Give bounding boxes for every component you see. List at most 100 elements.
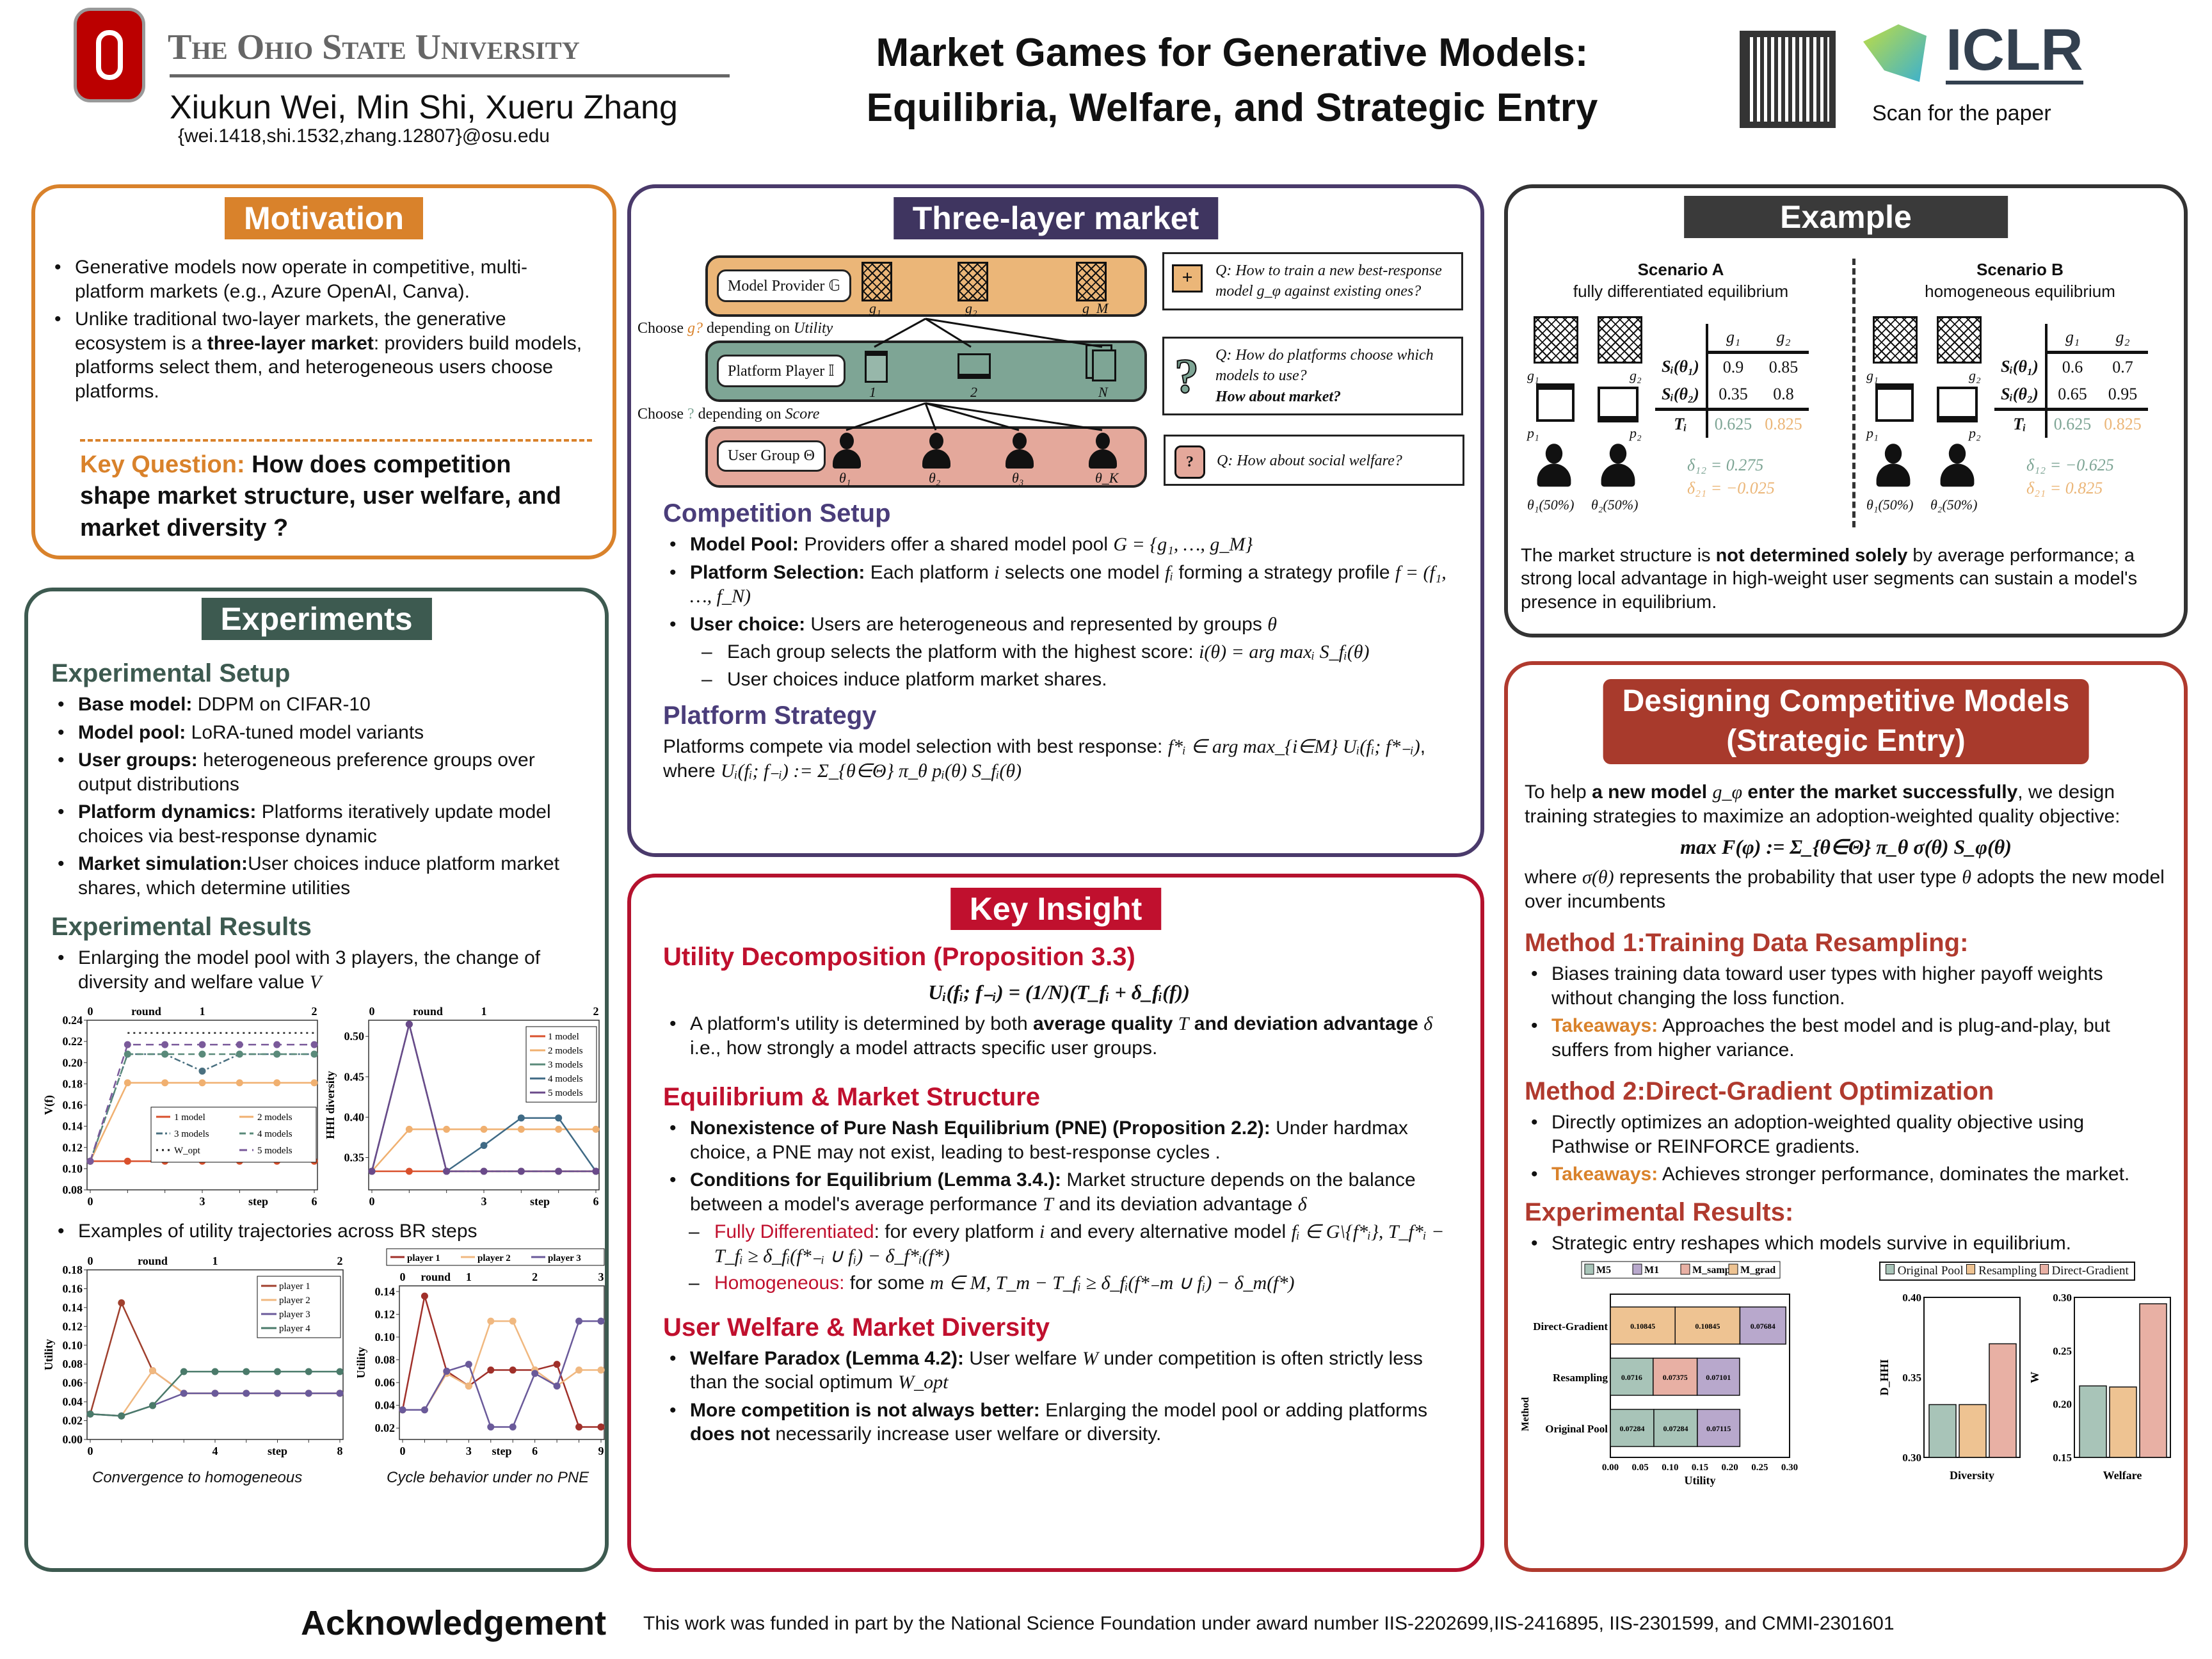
user-share: θ₂(50%) — [1930, 497, 1978, 513]
user-icon — [1537, 444, 1571, 488]
choose-var: g? — [687, 320, 703, 337]
platform-layer: Platform Player 𝕀 1 2 N — [705, 341, 1147, 402]
text-segment: W_opt — [898, 1372, 949, 1393]
data-point — [243, 1368, 250, 1375]
laptop-gear-icon — [958, 353, 991, 379]
user-icon — [1089, 433, 1117, 470]
user-share: θ₂(50%) — [1591, 497, 1639, 513]
key-insight-panel: Key Insight Utility Decomposition (Propo… — [627, 874, 1484, 1572]
list-item: Each group selects the platform with the… — [701, 640, 1455, 664]
top-tick-label: 0 — [88, 1254, 93, 1267]
three-layer-title: Three-layer market — [893, 197, 1219, 239]
browser-gear-icon — [865, 351, 888, 383]
list-item: Generative models now operate in competi… — [48, 255, 587, 303]
y-axis-label: D_HHI — [1879, 1359, 1891, 1395]
text-segment: Takeaways: — [1551, 1164, 1658, 1185]
legend-swatch — [1966, 1264, 1976, 1274]
data-point — [124, 1041, 131, 1048]
text-segment: does not — [690, 1423, 770, 1445]
platform-label: p₂ — [1630, 425, 1642, 441]
series-line — [371, 1128, 596, 1172]
university-name: The Ohio State University — [168, 28, 580, 67]
text-segment: i.e., how strongly a model attracts spec… — [690, 1037, 1158, 1059]
data-point — [405, 1167, 413, 1175]
emails: {wei.1418,shi.1532,zhang.12807}@osu.edu — [178, 125, 550, 147]
user-icon — [833, 433, 861, 470]
data-point — [336, 1368, 344, 1375]
question-new-model: Q: How to train a new best-response mode… — [1215, 262, 1442, 300]
data-point — [124, 1157, 131, 1165]
x-tick-label: 0.20 — [1722, 1463, 1738, 1473]
data-point — [509, 1366, 517, 1374]
key-question-label: Key Question: — [80, 451, 245, 478]
text-segment: Directly optimizes an adoption-weighted … — [1551, 1112, 2085, 1157]
y-axis-label: Utility — [355, 1347, 367, 1378]
data-point — [575, 1366, 583, 1374]
x-tick-label: 3 — [481, 1195, 487, 1208]
legend-label: 5 models — [257, 1146, 293, 1156]
plot-frame — [399, 1285, 605, 1440]
caption-left: Convergence to homogeneous — [92, 1468, 303, 1486]
y-tick-label: 0.20 — [2053, 1399, 2072, 1411]
legend-label: 2 models — [257, 1112, 293, 1123]
row-head: Sᵢ(θ₁) — [1655, 352, 1708, 381]
choose-text: Choose — [637, 320, 687, 337]
question-mark-icon: ? — [1174, 349, 1199, 404]
list-item: Base model: DDPM on CIFAR-10 — [51, 693, 586, 717]
competition-setup-bullets: Model Pool: Providers offer a shared mod… — [663, 533, 1455, 636]
question-platforms: Q: How do platforms choose which models … — [1215, 347, 1434, 385]
bar — [2139, 1303, 2167, 1458]
legend-box — [386, 1248, 605, 1265]
user-group-label: θ_K — [1095, 470, 1119, 486]
text-segment: forming a strategy profile — [1173, 561, 1395, 583]
top-tick-label: 2 — [532, 1270, 538, 1283]
question-welfare: Q: How about social welfare? — [1217, 453, 1402, 469]
text-segment: m ∈ M, T_m − T_fᵢ ≥ δ_fᵢ(f*₋m ∪ fᵢ) − δ_… — [929, 1272, 1295, 1294]
model-label: g₂ — [965, 300, 977, 316]
text-segment: and every alternative model — [1045, 1221, 1292, 1242]
data-point — [487, 1423, 495, 1431]
three-layer-panel: Three-layer market Model Provider 𝔾 g₁ g… — [627, 184, 1484, 857]
text-segment: i — [994, 561, 1000, 583]
top-tick-label: 1 — [466, 1270, 472, 1283]
x-axis-label: Utility — [1685, 1474, 1716, 1487]
score-cell: 0.7 — [2112, 358, 2133, 376]
data-point — [124, 1079, 131, 1087]
laptop-gear-icon — [1937, 387, 1978, 422]
choose-model-label: Choose g? depending on Utility — [637, 320, 833, 337]
text-segment: , we design training strategies to maxim… — [1525, 781, 2120, 827]
method2-bullets: Directly optimizes an adoption-weighted … — [1525, 1110, 2167, 1187]
text-segment: g_φ — [1712, 781, 1743, 803]
bar — [2109, 1386, 2137, 1458]
x-tick-label: 0.05 — [1632, 1463, 1649, 1473]
designing-title-line-1: Designing Competitive Models — [1622, 684, 2070, 718]
question-box-welfare: ? Q: How about social welfare? — [1164, 435, 1464, 486]
key-question-text: How does competition shape market struct… — [80, 451, 561, 541]
y-tick-label: 0.14 — [63, 1120, 83, 1133]
bar-segment — [1610, 1306, 1676, 1345]
y-tick-label: 0.40 — [344, 1110, 365, 1123]
user-share: θ₁(50%) — [1866, 497, 1914, 513]
people-question-icon: ? — [1174, 445, 1205, 479]
text-segment: Model Pool: — [690, 534, 799, 555]
top-tick-label: 0 — [400, 1270, 406, 1283]
list-item: Fully Differentiated: for every platform… — [689, 1220, 1455, 1268]
y-tick-label: 0.14 — [63, 1301, 83, 1313]
text-segment: More competition is not always better: — [690, 1399, 1040, 1421]
acknowledgement-title: Acknowledgement — [301, 1604, 607, 1642]
choice-arrows — [846, 317, 1103, 431]
data-point — [86, 1157, 94, 1165]
top-tick-label: 2 — [593, 1005, 599, 1018]
legend-label: 1 model — [174, 1112, 205, 1123]
scenario-subtitle: homogeneous equilibrium — [1925, 282, 2115, 301]
data-point — [517, 1125, 525, 1133]
platform-label: Platform Player 𝕀 — [717, 355, 846, 387]
data-point — [465, 1360, 472, 1368]
qr-code[interactable] — [1740, 31, 1836, 128]
text-segment: Platform dynamics: — [78, 801, 257, 822]
x-tick-label: 6 — [593, 1195, 599, 1208]
model-label: g₁ — [869, 300, 881, 316]
